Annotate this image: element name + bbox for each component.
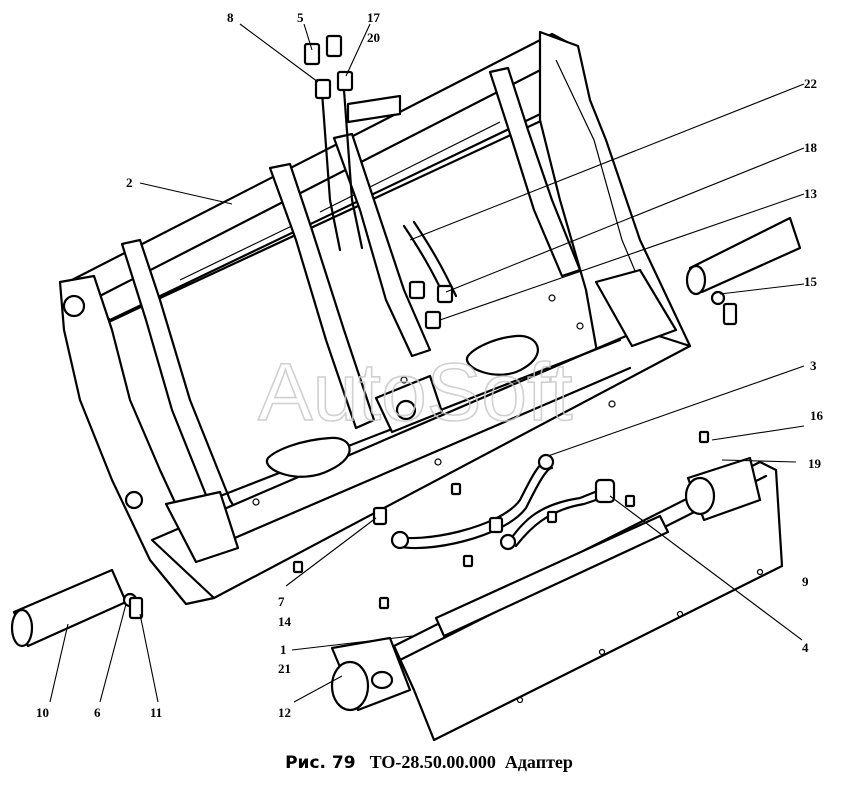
watermark-text: AutoSoft [258,347,573,438]
callout-8: 8 [227,10,234,25]
callout-6: 6 [94,705,101,720]
callout-15: 15 [804,274,818,289]
figure-caption: Рис. 79 ТО-28.50.00.000 Адаптер [0,752,858,773]
adapter-frame [58,30,692,606]
callout-5: 5 [297,10,304,25]
drawing-title: Адаптер [504,752,573,772]
figure-number: Рис. 79 [285,753,356,773]
loose-parts [10,216,802,648]
drawing-code: ТО-28.50.00.000 [369,752,496,772]
callout-14: 14 [278,614,292,629]
lower-beam [330,456,784,742]
callout-16: 16 [810,408,824,423]
callout-21: 21 [278,661,291,676]
callout-7: 7 [278,594,285,609]
callout-3: 3 [810,358,817,373]
leader-lines [49,23,805,703]
callout-9: 9 [802,574,809,589]
callout-labels: 8 5 17 20 22 2 18 13 15 3 16 19 9 4 7 14… [36,10,824,720]
callout-17: 17 [367,10,381,25]
callout-4: 4 [802,640,809,655]
hydraulic-pipes [372,453,616,551]
callout-19: 19 [808,456,822,471]
callout-13: 13 [804,186,818,201]
callout-22: 22 [804,76,817,91]
callout-20: 20 [367,30,380,45]
callout-10: 10 [36,705,49,720]
callout-11: 11 [150,705,162,720]
callout-2: 2 [126,175,133,190]
callout-12: 12 [278,705,291,720]
callout-1: 1 [280,642,287,657]
callout-18: 18 [804,140,818,155]
